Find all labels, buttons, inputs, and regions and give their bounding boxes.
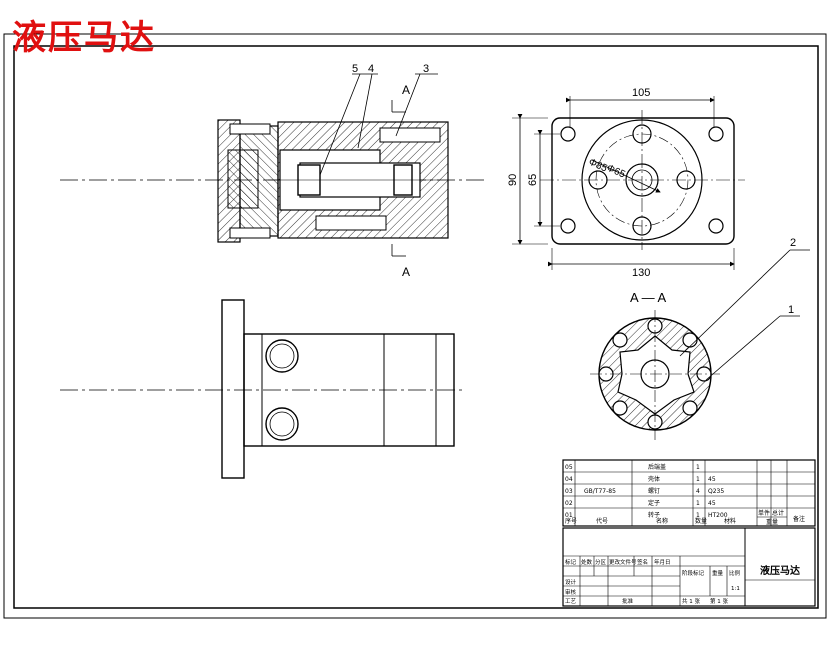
label-part-1: 1 bbox=[788, 304, 794, 316]
bom-header-qty: 数量 bbox=[695, 517, 707, 525]
bom-header-code: 代号 bbox=[596, 517, 608, 525]
bom-name: 螺钉 bbox=[648, 487, 660, 495]
tb-date: 年月日 bbox=[654, 558, 671, 566]
bom-no: 02 bbox=[565, 500, 573, 507]
bom-header-name: 名称 bbox=[656, 517, 668, 525]
sheet-border bbox=[3, 33, 827, 619]
bom-qty: 1 bbox=[696, 512, 700, 519]
bom-material: HT200 bbox=[708, 512, 728, 519]
label-section-view: A — A bbox=[630, 290, 666, 305]
side-view bbox=[512, 96, 745, 270]
dim-height-90: 90 bbox=[507, 174, 519, 186]
title-block: 标记 处数 分区 更改文件号 签名 年月日 设计 审核 工艺 批准 阶段标记 重… bbox=[562, 527, 816, 607]
bom-name: 定子 bbox=[648, 499, 660, 507]
label-part-3: 3 bbox=[423, 63, 429, 75]
bom-header-unit-weight: 单件 bbox=[758, 509, 770, 517]
bom-header-no: 序号 bbox=[565, 517, 577, 525]
bom-qty: 1 bbox=[696, 476, 700, 483]
bom-name: 转子 bbox=[648, 511, 660, 519]
tb-approve: 批准 bbox=[622, 597, 634, 605]
bom-material: 45 bbox=[708, 500, 716, 507]
label-section-a-bottom: A bbox=[402, 265, 410, 279]
label-part-5: 5 bbox=[352, 63, 358, 75]
tb-checker: 审核 bbox=[565, 588, 577, 596]
page-title: 液压马达 bbox=[12, 18, 156, 58]
tb-designer: 设计 bbox=[565, 578, 577, 586]
bom-name: 后端盖 bbox=[648, 463, 666, 471]
bom-header-remark: 备注 bbox=[793, 515, 805, 523]
bom-no: 01 bbox=[565, 512, 573, 519]
tb-mark: 标记 bbox=[565, 558, 577, 566]
tb-change-doc: 更改文件号 bbox=[609, 558, 637, 566]
dim-height-65: 65 bbox=[527, 174, 539, 186]
tb-sheet-total: 共 1 张 bbox=[682, 597, 700, 605]
tb-weight: 重量 bbox=[712, 569, 724, 577]
dim-diameter-65: Φ65 bbox=[605, 163, 627, 181]
bom-material: 45 bbox=[708, 476, 716, 483]
part-leaders-front bbox=[319, 73, 438, 257]
tb-zone: 分区 bbox=[595, 558, 607, 566]
tb-count: 处数 bbox=[581, 558, 593, 566]
elevation-view bbox=[60, 299, 465, 479]
label-section-a-top: A bbox=[402, 83, 410, 97]
bom-no: 05 bbox=[565, 464, 573, 471]
bom-name: 壳体 bbox=[648, 475, 660, 483]
bom-header-material: 材料 bbox=[724, 517, 736, 525]
bom-qty: 4 bbox=[696, 488, 700, 495]
bom-material: Q235 bbox=[708, 488, 724, 495]
bom-no: 03 bbox=[565, 488, 573, 495]
label-part-2: 2 bbox=[790, 237, 796, 249]
bom-code: GB/T77-85 bbox=[584, 488, 616, 495]
tb-stage-mark: 阶段标记 bbox=[682, 569, 705, 577]
drawing-frame bbox=[13, 45, 819, 609]
tb-drawing-name: 液压马达 bbox=[760, 564, 800, 577]
tb-scale-value: 1:1 bbox=[731, 586, 740, 592]
bom-header-weight: 重量 bbox=[766, 518, 778, 526]
tb-process: 工艺 bbox=[565, 598, 577, 605]
dim-width-130: 130 bbox=[632, 267, 650, 279]
tb-sheet-no: 第 1 张 bbox=[710, 597, 728, 605]
bom-qty: 1 bbox=[696, 500, 700, 507]
bom-qty: 1 bbox=[696, 464, 700, 471]
section-a-a-view bbox=[590, 249, 810, 440]
bom-no: 04 bbox=[565, 476, 573, 483]
tb-sign: 签名 bbox=[637, 558, 648, 566]
label-part-4: 4 bbox=[368, 63, 374, 75]
front-section-view bbox=[60, 119, 485, 243]
dim-width-105: 105 bbox=[632, 87, 650, 99]
tb-scale: 比例 bbox=[729, 569, 741, 577]
bom-header-total-weight: 总计 bbox=[772, 509, 784, 517]
bill-of-materials: 05 后端盖 1 04 壳体 1 45 03 GB/T77-85 螺钉 4 Q2… bbox=[562, 459, 816, 527]
